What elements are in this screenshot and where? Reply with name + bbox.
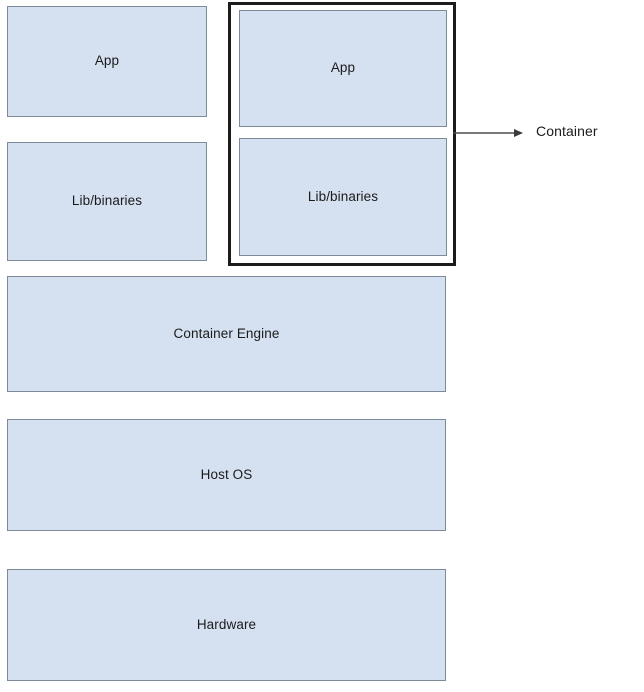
node-label: App [330, 60, 356, 76]
callout-arrow-icon [453, 129, 523, 137]
node-label: Lib/binaries [71, 193, 143, 209]
node-app-left[interactable]: App [7, 6, 207, 117]
node-label: App [94, 53, 120, 69]
node-container-engine[interactable]: Container Engine [7, 276, 446, 392]
node-label: Container Engine [173, 325, 280, 341]
container-group-box[interactable]: App Lib/binaries [228, 2, 456, 266]
node-lib-binaries-container[interactable]: Lib/binaries [239, 138, 447, 256]
node-lib-binaries-left[interactable]: Lib/binaries [7, 142, 207, 261]
node-label: Hardware [196, 616, 257, 632]
node-label: Host OS [200, 466, 253, 482]
node-host-os[interactable]: Host OS [7, 419, 446, 531]
node-app-container[interactable]: App [239, 10, 447, 127]
callout-label-container: Container [536, 123, 598, 139]
node-label: Lib/binaries [307, 188, 379, 204]
node-hardware[interactable]: Hardware [7, 569, 446, 681]
